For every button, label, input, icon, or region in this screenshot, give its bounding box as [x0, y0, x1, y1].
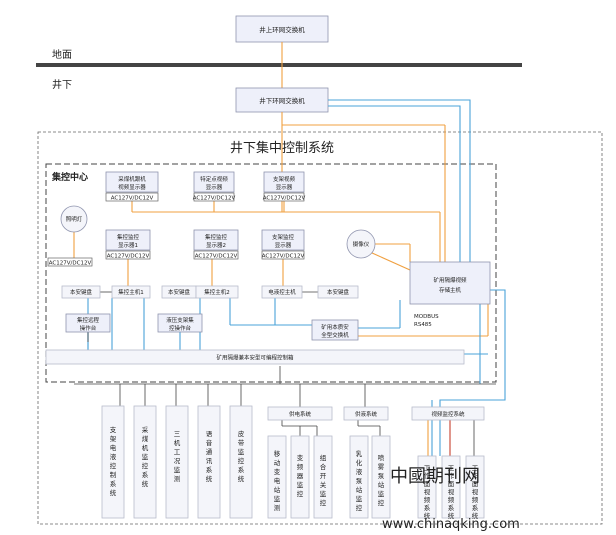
power-item-1: 移动变电站监测: [274, 449, 281, 512]
power-text: AC127V/DC12V: [49, 261, 92, 267]
video-item-3: 工作面视频系统: [472, 464, 479, 520]
support-monitor-display-l1: 支架监控: [272, 233, 295, 241]
control-host-2-label: 集控主机2: [204, 288, 230, 296]
power-system-box: [267, 406, 333, 421]
control-host-2: [195, 285, 239, 299]
watermark-text: 中國期刊网: [390, 466, 480, 487]
subsystem-label-5: 皮带监控系统: [238, 429, 245, 483]
support-video-display-l1: 支架视频: [273, 175, 296, 183]
power-text: AC127V/DC12V: [195, 254, 238, 260]
point-video-display: [193, 171, 235, 193]
control-host-1-label: 集控主机1: [118, 288, 144, 296]
remote-console-l1: 集控远程: [77, 316, 100, 324]
power-box: [105, 250, 151, 260]
safe-switch-l2: 全型交换机: [321, 331, 349, 339]
ems-host-label: 电液控主机: [268, 288, 296, 296]
control-monitor-display-2: [193, 229, 239, 251]
plc-label: 矿用隔爆兼本安型可编程控制箱: [216, 354, 294, 362]
control-monitor-display-2-l1: 集控监控: [205, 233, 228, 241]
shearer-video-display-l2: 视频显示器: [118, 183, 146, 191]
power-item-3: 组合开关监控: [320, 453, 327, 507]
lamp-icon: [60, 205, 88, 233]
keyboard-1: [61, 285, 101, 299]
power-box: [263, 192, 305, 202]
underground-label: 井下: [52, 78, 72, 91]
subsystem-label-3: 三机工况监测: [174, 430, 181, 483]
control-monitor-display-1: [105, 229, 151, 251]
camera-icon: [346, 229, 376, 259]
power-box: [261, 250, 305, 260]
video-system-box: [411, 406, 485, 421]
spray-item-2: 喷雾泵站监控: [378, 453, 385, 507]
power-text: AC127V/DC12V: [111, 196, 154, 202]
spray-system-box: [343, 406, 389, 421]
support-video-display-l2: 显示器: [276, 184, 293, 191]
bottom-switch-label: 井下环网交换机: [259, 96, 305, 105]
top-switch: [235, 15, 329, 43]
keyboard-2-label: 本安键盘: [168, 288, 191, 296]
power-system-title: 供电系统: [289, 410, 312, 418]
power-box: [193, 250, 239, 260]
keyboard-3: [317, 285, 359, 299]
watermark-url: www.chinaqking.com: [382, 517, 520, 532]
power-item-2: 变频器监控: [297, 453, 304, 498]
shearer-video-display: [105, 171, 159, 193]
power-text: AC127V/DC12V: [107, 254, 150, 260]
support-monitor-display-l2: 显示器: [275, 242, 292, 249]
safe-switch: [311, 319, 359, 341]
ground-label: 地面: [52, 48, 72, 61]
protocol-rs485: RS485: [414, 322, 432, 328]
video-item-1: 工作面视频系统: [424, 464, 431, 520]
remote-console-l2: 操作台: [80, 324, 97, 332]
video-storage-host-l1: 矿用隔爆视频: [433, 276, 467, 284]
power-box: [193, 192, 235, 202]
control-monitor-display-1-l2: 显示器1: [118, 242, 138, 249]
video-storage-host: [409, 261, 491, 305]
protocol-modbus: MODBUS: [414, 314, 439, 320]
top-switch-label: 井上环网交换机: [259, 25, 305, 34]
keyboard-1-label: 本安键盘: [70, 288, 93, 296]
power-text: AC127V/DC12V: [262, 254, 305, 260]
system-frame: [37, 131, 603, 525]
subsystem-boxes: [101, 405, 253, 519]
subsystem-label-1: 支架电液控制系统: [110, 425, 117, 497]
plc-box: [45, 349, 465, 365]
power-text: AC127V/DC12V: [193, 196, 236, 202]
shearer-video-display-l1: 采煤机跟机: [118, 175, 146, 183]
subsystem-label-4: 语音通讯系统: [206, 429, 213, 483]
control-center-frame: [45, 163, 497, 383]
point-video-display-l2: 显示器: [206, 184, 223, 191]
remote-console: [65, 313, 111, 333]
power-box: [47, 257, 93, 267]
safe-switch-l1: 矿用本质安: [321, 323, 349, 331]
ground-line: [36, 63, 522, 67]
spray-item-1: 乳化液泵站监控: [356, 449, 363, 512]
power-box: [105, 192, 159, 202]
ems-host: [261, 285, 303, 299]
power-text: AC127V/DC12V: [263, 196, 306, 202]
bottom-switch: [235, 87, 329, 113]
video-system-title: 视频监控系统: [431, 410, 465, 418]
hydraulic-console-l2: 控操作台: [169, 324, 192, 332]
control-monitor-display-1-l1: 集控监控: [117, 233, 140, 241]
hydraulic-console: [157, 313, 203, 333]
hydraulic-console-l1: 液压支架集: [166, 316, 194, 324]
keyboard-3-label: 本安键盘: [327, 288, 350, 296]
point-video-display-l1: 特定点视频: [200, 175, 228, 183]
control-host-1: [111, 285, 151, 299]
camera-label: 摄像仪: [353, 240, 370, 248]
support-monitor-display: [261, 229, 305, 251]
center-title: 集控中心: [51, 171, 88, 183]
video-storage-host-l2: 存储主机: [439, 286, 462, 294]
spray-system-title: 供液系统: [355, 410, 378, 418]
subsystem-label-2: 采煤机监控系统: [142, 425, 149, 488]
lamp-label: 照明灯: [66, 215, 83, 223]
support-video-display: [263, 171, 305, 193]
control-monitor-display-2-l2: 显示器2: [206, 242, 226, 249]
video-item-2: 工作面视频系统: [448, 464, 455, 520]
